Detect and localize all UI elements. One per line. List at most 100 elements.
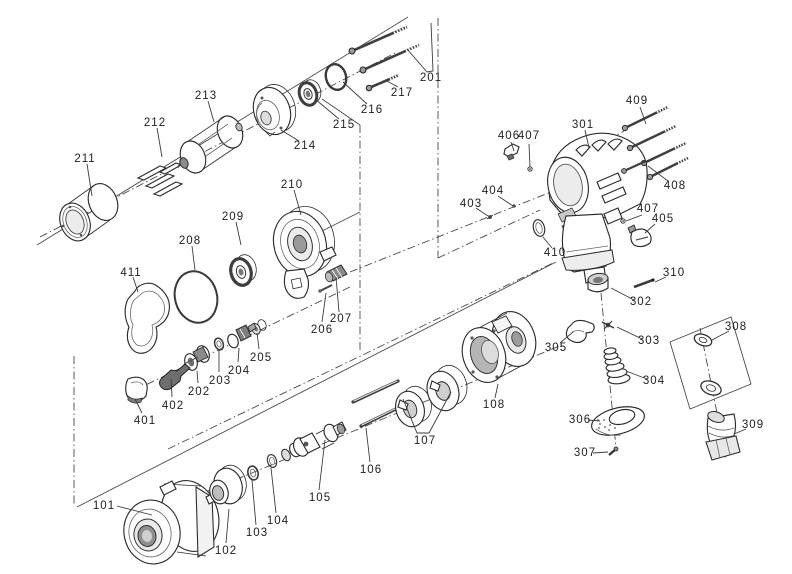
border-middle-group-bottom	[167, 262, 554, 450]
part-409-bolt	[621, 105, 669, 132]
part-label-103: 103	[246, 527, 268, 539]
part-308-washers	[693, 333, 722, 396]
part-label-216: 216	[361, 104, 383, 116]
part-302-grommet	[587, 272, 609, 293]
border-bottom-group	[76, 261, 557, 508]
part-216-o-ring	[324, 62, 348, 92]
part-label-305: 305	[545, 342, 567, 354]
part-404-pin	[512, 204, 516, 208]
leader-lines	[86, 22, 747, 544]
axis-endplate-to-housing	[349, 189, 557, 273]
part-label-102: 102	[215, 545, 237, 557]
part-103-ring	[247, 465, 259, 481]
part-label-401: 401	[134, 415, 156, 427]
part-label-201: 201	[420, 72, 442, 84]
part-label-403: 403	[460, 198, 482, 210]
part-104-ring	[266, 454, 278, 468]
part-label-409: 409	[626, 95, 648, 107]
part-405-reverse-knob	[627, 224, 652, 248]
part-406-clip	[503, 143, 520, 161]
parts	[59, 25, 741, 565]
part-label-203: 203	[209, 375, 231, 387]
part-215-bearing	[297, 79, 322, 107]
part-208-o-ring	[173, 270, 219, 324]
part-label-406: 406	[498, 130, 520, 142]
part-105-anvil	[281, 421, 347, 462]
part-label-104: 104	[267, 515, 289, 527]
part-206-pin	[318, 284, 333, 293]
part-307-screw	[608, 446, 619, 456]
part-108-hammer-cage	[461, 311, 537, 383]
part-107-hammers	[394, 364, 468, 428]
part-212-vanes	[136, 162, 184, 197]
part-306-muffler-plate	[591, 406, 645, 436]
part-label-208: 208	[179, 235, 201, 247]
part-label-207: 207	[330, 313, 352, 325]
part-207-valve	[324, 264, 348, 283]
part-label-302: 302	[630, 296, 652, 308]
border-corner-to-housing	[437, 209, 541, 259]
part-408-bolts	[621, 124, 689, 181]
border-inlet-group	[669, 316, 752, 410]
part-label-215: 215	[333, 119, 355, 131]
part-label-210: 210	[281, 179, 303, 191]
part-201-bolts	[348, 25, 420, 74]
part-label-310: 310	[663, 267, 685, 279]
part-407-screw-right	[620, 218, 626, 224]
part-214-end-plate	[252, 84, 297, 137]
part-label-209: 209	[222, 211, 244, 223]
part-label-307: 307	[574, 447, 596, 459]
part-407-screw-left	[527, 166, 533, 172]
part-label-205: 205	[250, 352, 272, 364]
part-303-clip	[601, 320, 615, 330]
part-label-408: 408	[664, 180, 686, 192]
part-label-303: 303	[638, 335, 660, 347]
part-label-410: 410	[544, 247, 566, 259]
part-402-trigger-stem	[159, 356, 199, 391]
part-label-202: 202	[188, 386, 210, 398]
part-label-308: 308	[725, 321, 747, 333]
part-204-valve-stem	[227, 322, 257, 349]
part-label-407-left: 407	[518, 130, 540, 142]
part-label-213: 213	[195, 90, 217, 102]
part-210-end-plate-assembly	[272, 206, 337, 299]
axis-valve-train	[132, 285, 353, 392]
part-203-ring	[213, 337, 225, 351]
part-label-106: 106	[360, 464, 382, 476]
part-301-housing	[547, 132, 648, 284]
part-305-elbow	[565, 319, 595, 344]
part-label-407-right: 407	[637, 203, 659, 215]
part-310-pin	[633, 278, 655, 289]
part-label-211: 211	[74, 153, 95, 165]
part-401-trigger	[125, 376, 148, 404]
part-403-screw	[486, 214, 494, 220]
part-213-rotor	[177, 115, 244, 174]
part-label-107: 107	[414, 435, 436, 447]
part-410-clip	[532, 219, 546, 237]
part-209-bearing	[229, 254, 257, 287]
part-102-bushing	[209, 464, 247, 505]
part-label-306: 306	[569, 414, 591, 426]
part-label-304: 304	[643, 375, 665, 387]
part-309-inlet-bushing	[705, 411, 741, 461]
part-label-212: 212	[144, 117, 166, 129]
part-label-206: 206	[311, 324, 333, 336]
part-label-402: 402	[162, 400, 184, 412]
part-label-105: 105	[309, 492, 331, 504]
part-label-405: 405	[652, 213, 674, 225]
part-label-404: 404	[482, 185, 504, 197]
part-label-301: 301	[572, 119, 594, 131]
part-217-bolt	[365, 73, 400, 92]
part-411-gasket	[124, 282, 171, 354]
part-label-214: 214	[294, 140, 316, 152]
part-label-411: 411	[120, 267, 141, 279]
part-labels: 101 102 103 104 105 106 107 108 201 202 …	[74, 72, 764, 557]
part-label-204: 204	[228, 365, 250, 377]
part-101-front-housing	[123, 480, 220, 565]
part-label-217: 217	[391, 87, 413, 99]
part-304-spring	[603, 347, 631, 385]
part-label-309: 309	[742, 419, 764, 431]
part-label-101: 101	[93, 500, 115, 512]
border-mid-top-slant	[321, 98, 361, 126]
